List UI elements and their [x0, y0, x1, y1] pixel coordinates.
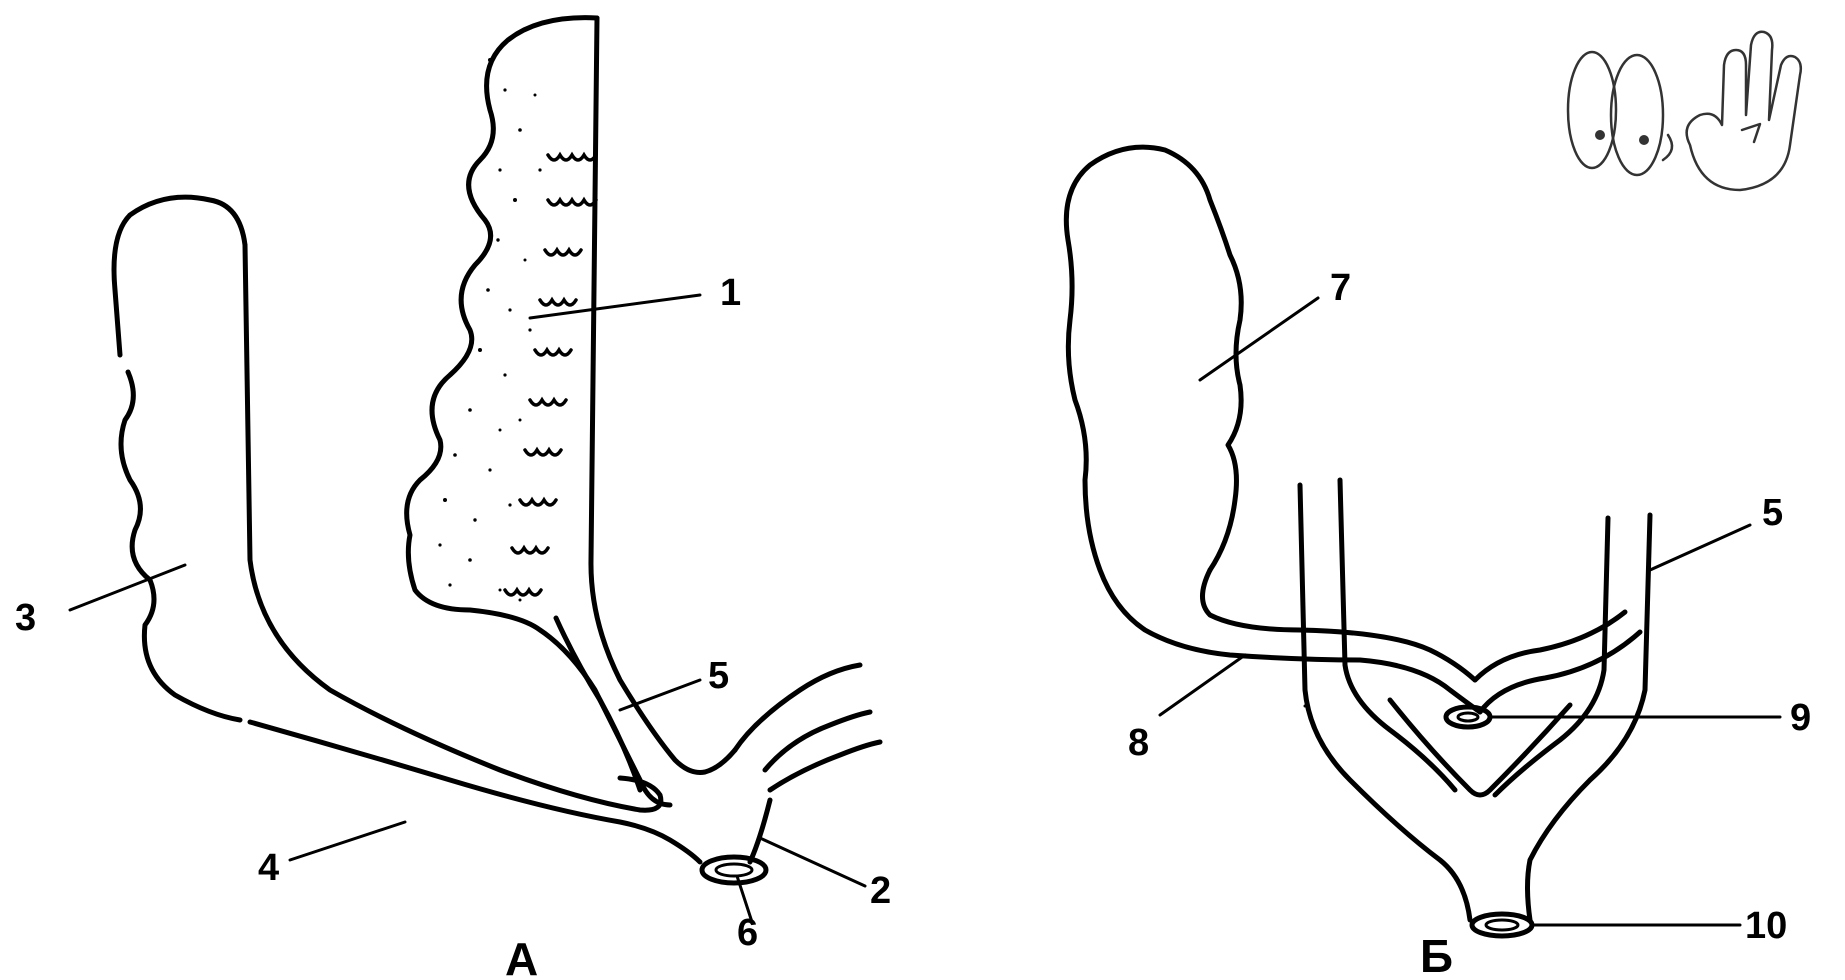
outlet-2-lower-wall — [750, 800, 770, 862]
label-2: 2 — [870, 870, 891, 912]
leader-3 — [70, 565, 185, 610]
leader-5b — [1650, 525, 1750, 570]
opening-6 — [702, 857, 766, 883]
leader-8 — [1160, 655, 1245, 715]
label-9: 9 — [1790, 697, 1811, 739]
opening-10 — [1472, 914, 1532, 936]
outlet-2-branch-mid — [765, 712, 870, 770]
leader-4 — [290, 822, 405, 860]
label-5a: 5 — [708, 655, 729, 697]
labels: 1 2 3 4 5 6 7 8 5 9 10 А Б — [15, 267, 1811, 980]
organ-3-right-wall — [245, 245, 661, 810]
panel-a-diagram — [114, 18, 880, 883]
label-5b: 5 — [1762, 492, 1783, 534]
opening-9-inner — [1458, 713, 1478, 721]
label-4: 4 — [258, 847, 279, 889]
cartoon-eyes-and-hand-logo — [1568, 32, 1801, 190]
leader-lines — [70, 295, 1780, 925]
organ-1-wavy-wall — [407, 18, 670, 805]
outlet-2-right-wall — [735, 665, 860, 750]
organ-1-gland-marks — [505, 155, 596, 595]
duct-5-inner-wall — [556, 618, 640, 790]
leader-7 — [1200, 298, 1318, 380]
leader-2 — [760, 838, 865, 886]
left-tube-outer — [1300, 485, 1470, 920]
duct-4-lower-wall — [250, 722, 700, 862]
leader-1 — [530, 295, 700, 318]
label-3: 3 — [15, 597, 36, 639]
label-7: 7 — [1330, 267, 1351, 309]
opening-10-inner — [1486, 920, 1518, 930]
label-10: 10 — [1745, 905, 1787, 947]
label-1: 1 — [720, 272, 741, 314]
organ-7-duct-inner — [1203, 570, 1476, 680]
panel-label-a: А — [505, 933, 538, 980]
panel-b-diagram — [1066, 147, 1650, 936]
label-8: 8 — [1128, 722, 1149, 764]
opening-6-inner — [716, 864, 752, 876]
label-6: 6 — [737, 912, 758, 954]
organ-3-wavy-wall — [121, 372, 240, 720]
organ-3-outline — [114, 197, 245, 355]
opening-9 — [1446, 707, 1490, 727]
panel-label-b: Б — [1420, 930, 1453, 980]
